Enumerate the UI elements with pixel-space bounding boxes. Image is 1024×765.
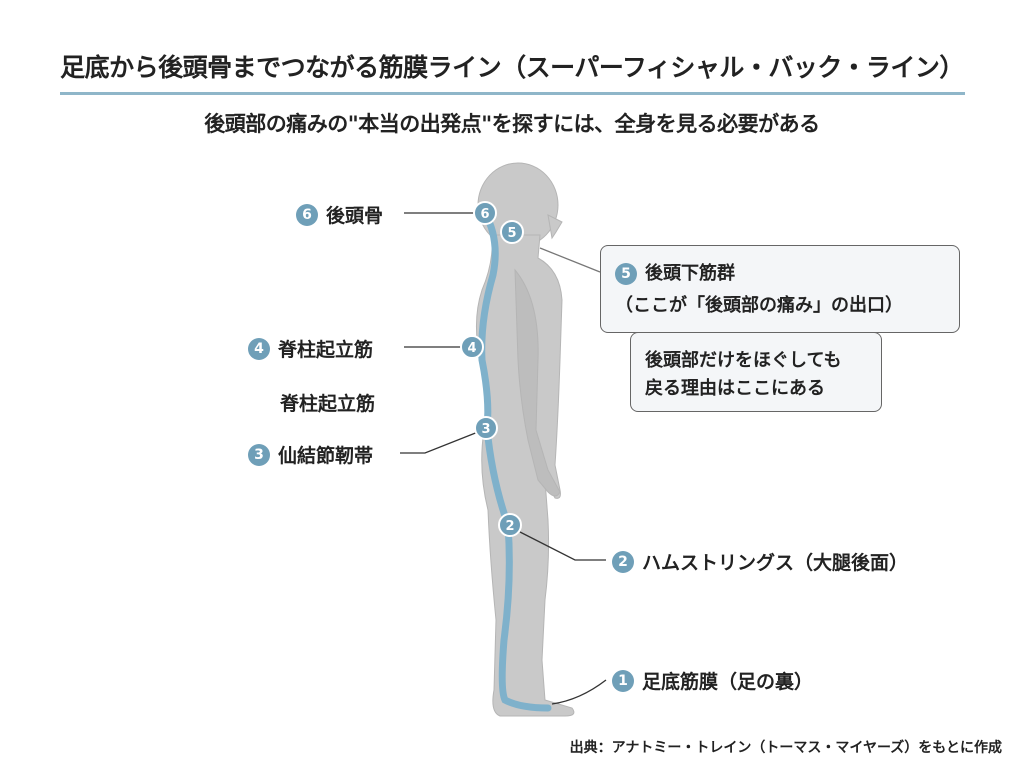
label-occipital: 6 後頭骨: [296, 201, 383, 228]
callout-suboccipital: 5 後頭下筋群 （ここが「後頭部の痛み」の出口）: [600, 245, 960, 333]
label-text: 脊柱起立筋: [280, 393, 376, 415]
callout-title: 後頭下筋群: [645, 263, 735, 284]
svg-text:5: 5: [507, 226, 516, 241]
number-badge: 3: [248, 443, 270, 466]
number-badge: 2: [612, 550, 634, 573]
label-text: 脊柱起立筋: [278, 339, 374, 361]
number-badge: 4: [248, 337, 270, 360]
fascia-line: [478, 209, 552, 712]
subtitle: 後頭部の痛みの"本当の出発点"を探すには、全身を見る必要がある: [204, 112, 820, 136]
leader-lines: [400, 212, 607, 705]
note-line-2: 戻る理由はここにある: [645, 378, 825, 399]
marker-2: 2: [498, 513, 522, 537]
title-divider: [60, 92, 965, 95]
label-erector-spinae: 4 脊柱起立筋: [248, 335, 373, 362]
label-text: 仙結節靭帯: [278, 445, 374, 467]
number-badge: 6: [296, 203, 318, 226]
number-badge: 5: [615, 263, 637, 285]
label-sacrotuberous: 3 仙結節靭帯: [248, 441, 373, 468]
label-text: ハムストリングス（大腿後面）: [642, 552, 909, 574]
marker-5: 5: [500, 220, 524, 244]
svg-text:6: 6: [480, 207, 489, 222]
number-badge: 1: [612, 669, 634, 692]
marker-4: 4: [460, 335, 484, 359]
page-title: 足底から後頭骨までつながる筋膜ライン（スーパーフィシャル・バック・ライン）: [60, 53, 964, 82]
svg-text:3: 3: [481, 422, 490, 437]
callout-note: 後頭部だけをほぐしても 戻る理由はここにある: [630, 332, 882, 412]
label-hamstrings: 2 ハムストリングス（大腿後面）: [612, 548, 908, 575]
callout-subtitle: （ここが「後頭部の痛み」の出口）: [615, 295, 903, 316]
label-plantar-fascia: 1 足底筋膜（足の裏）: [612, 667, 813, 694]
marker-6: 6: [473, 201, 497, 225]
source-credit: 出典：アナトミー・トレイン（トーマス・マイヤーズ）をもとに作成: [569, 740, 1002, 756]
label-text: 足底筋膜（足の裏）: [642, 671, 814, 693]
label-erector-spinae-2: 脊柱起立筋: [280, 389, 375, 416]
marker-3: 3: [474, 416, 498, 440]
label-text: 後頭骨: [326, 205, 384, 227]
note-line-1: 後頭部だけをほぐしても: [645, 350, 842, 371]
svg-text:4: 4: [467, 341, 476, 356]
svg-text:2: 2: [505, 519, 514, 534]
